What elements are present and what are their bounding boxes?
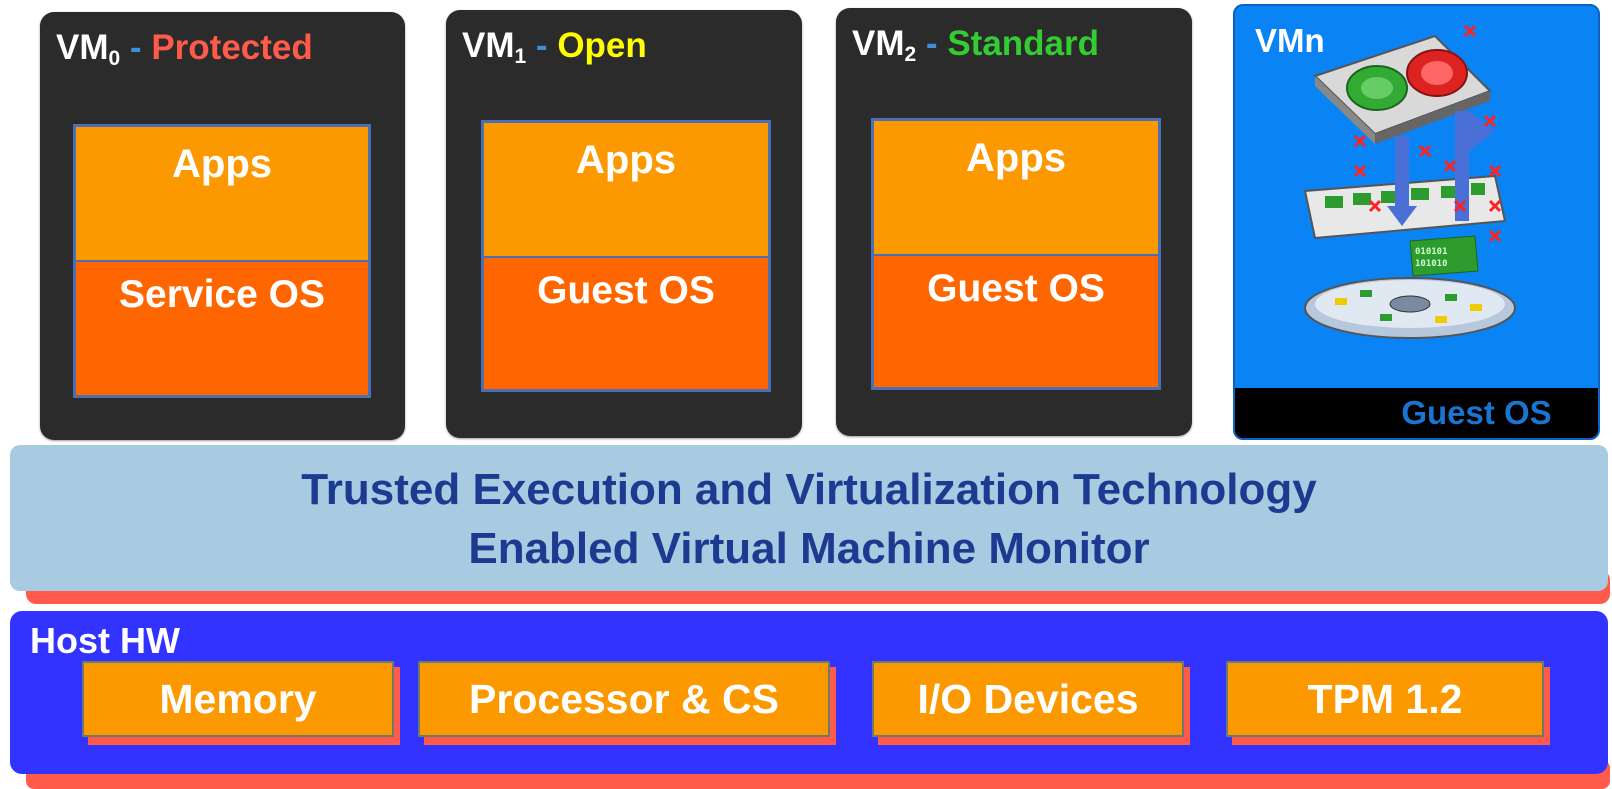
svg-text:101010: 101010 bbox=[1415, 259, 1448, 269]
flow-arrows-icon bbox=[1387, 111, 1495, 226]
vmn-box: VMn 010101 101010 bbox=[1233, 4, 1600, 440]
vmm-title-line1: Trusted Execution and Virtualization Tec… bbox=[301, 465, 1317, 514]
vm0-apps-layer: Apps bbox=[76, 127, 368, 262]
virtual-machine-monitor-layer: Trusted Execution and Virtualization Tec… bbox=[10, 445, 1608, 591]
vmn-title: VMn bbox=[1255, 22, 1325, 59]
compromised-hardware-illustration: 010101 101010 bbox=[1303, 24, 1516, 339]
tpm-component: TPM 1.2 bbox=[1226, 661, 1544, 737]
compromise-x-marks bbox=[1353, 24, 1502, 243]
host-hw-label: Host HW bbox=[30, 620, 180, 661]
vm0-stack: Apps Service OS bbox=[73, 124, 371, 398]
vm1-title: VM1 - Open bbox=[462, 26, 647, 68]
vm1-os-layer: Guest OS bbox=[484, 258, 768, 389]
vmm-title-line2: Enabled Virtual Machine Monitor bbox=[468, 524, 1150, 573]
vm0-box: VM0 - Protected Apps Service OS bbox=[40, 12, 405, 440]
vm2-title: VM2 - Standard bbox=[852, 24, 1100, 66]
cpu-chip-icon bbox=[1313, 34, 1492, 144]
vm1-stack: Apps Guest OS bbox=[481, 120, 771, 392]
host-hardware-layer: Host HW Memory Processor & CS I/O Device… bbox=[10, 611, 1608, 774]
vm2-type: Standard bbox=[947, 24, 1100, 63]
vm1-type: Open bbox=[557, 26, 647, 65]
vm1-apps-layer: Apps bbox=[484, 123, 768, 258]
processor-component: Processor & CS bbox=[418, 661, 830, 737]
memory-component: Memory bbox=[82, 661, 394, 737]
vm2-apps-layer: Apps bbox=[874, 121, 1158, 256]
vm2-os-layer: Guest OS bbox=[874, 256, 1158, 387]
vm0-title: VM0 - Protected bbox=[56, 28, 313, 70]
disk-platter-icon bbox=[1304, 277, 1516, 339]
vm0-type: Protected bbox=[151, 28, 313, 67]
vm1-box: VM1 - Open Apps Guest OS bbox=[446, 10, 802, 438]
vm2-box: VM2 - Standard Apps Guest OS bbox=[836, 8, 1192, 436]
vmn-guest-os-bar: Guest OS bbox=[1235, 388, 1598, 438]
io-devices-component: I/O Devices bbox=[872, 661, 1184, 737]
svg-text:010101: 010101 bbox=[1415, 247, 1448, 257]
data-packet-icon: 010101 101010 bbox=[1409, 235, 1479, 277]
vm0-os-layer: Service OS bbox=[76, 262, 368, 395]
vm2-stack: Apps Guest OS bbox=[871, 118, 1161, 390]
